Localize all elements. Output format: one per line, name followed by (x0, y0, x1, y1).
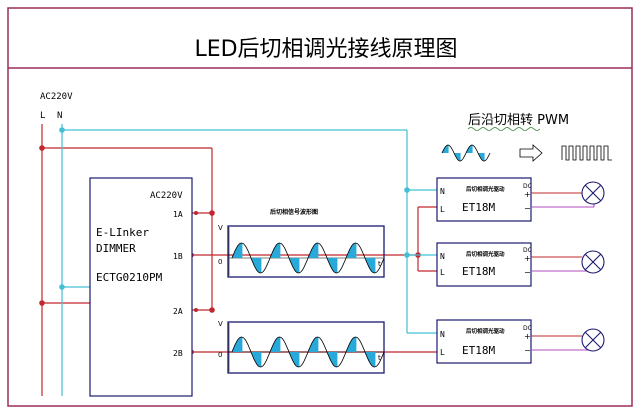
pwm-underline (467, 127, 541, 131)
waveform-fill (270, 243, 281, 258)
waveform-fill (442, 145, 449, 153)
waveform-fill (308, 337, 319, 352)
driver-3-desc: 后切相调光驱动 (466, 327, 505, 335)
dimmer-model: ECTG0210PM (96, 271, 163, 284)
driver-2-l-label: L (440, 268, 445, 277)
driver-3: N L 后切相调光驱动 ET18M DC + − (436, 319, 532, 364)
supply-line-label: L (40, 111, 45, 121)
dc-output-wires (531, 192, 595, 351)
dimmer-input-label: AC220V (150, 191, 183, 201)
waveform2-origin-label: 0 (218, 351, 222, 359)
driver-1-l-label: L (440, 205, 445, 214)
pwm-input-wave (441, 144, 491, 162)
pwm-output-wave (561, 145, 612, 161)
driver-2-minus: − (524, 268, 531, 277)
waveform-fill (232, 243, 243, 258)
neutral-junctions (59, 127, 410, 290)
lamp-icon (581, 328, 605, 352)
waveform-fill (251, 352, 262, 367)
pwm-arrow-icon (519, 144, 543, 162)
driver-1-model: ET18M (462, 201, 495, 214)
waveform-fill (346, 337, 357, 352)
waveform-panel-2: V 0 t (218, 320, 385, 374)
lamp-icon (581, 250, 605, 274)
driver-2-desc: 后切相调光驱动 (466, 250, 505, 258)
terminal-1a: 1A (173, 210, 183, 219)
waveform-fill (466, 145, 473, 153)
waveform-fill (251, 258, 262, 273)
terminal-2b: 2B (173, 349, 183, 358)
waveform-fill (346, 243, 357, 258)
driver-1-plus: + (524, 190, 531, 199)
waveform-origin-label: 0 (218, 258, 222, 266)
waveform-fill (270, 337, 281, 352)
outer-frame (7, 7, 633, 407)
driver-2-n-label: N (440, 252, 445, 261)
waveform-fill (327, 352, 338, 367)
supply-label: AC220V (40, 92, 73, 102)
waveform-fill (365, 352, 376, 367)
terminal-2a: 2A (173, 307, 183, 316)
supply-neutral-label: N (57, 111, 62, 121)
waveform-v-label: V (218, 224, 223, 232)
lamps (581, 181, 605, 352)
driver-1: N L 后切相调光驱动 ET18M DC + − (436, 177, 532, 222)
driver-1-minus: − (524, 204, 531, 213)
waveform-t-label: t (378, 260, 381, 268)
driver-3-n-label: N (440, 330, 445, 339)
waveform-fill (327, 258, 338, 273)
waveform-2 (231, 336, 385, 368)
terminal-1b: 1B (173, 252, 183, 261)
driver-3-l-label: L (440, 348, 445, 357)
neutral-wires (61, 124, 437, 396)
pwm-legend: 后沿切相转 PWM (441, 113, 612, 162)
driver-3-model: ET18M (462, 344, 495, 357)
waveform-fill (365, 258, 376, 273)
driver-2-model: ET18M (462, 265, 495, 278)
waveform2-t-label: t (378, 354, 381, 362)
waveform-outline (231, 242, 385, 274)
dimmer-brand: E-LInker (96, 226, 149, 239)
waveform-fill (289, 352, 300, 367)
pwm-label: 后沿切相转 PWM (468, 113, 569, 128)
driver-2: N L 后切相调光驱动 ET18M DC + − (436, 242, 532, 287)
driver-1-dc: DC (523, 183, 532, 190)
waveform-panel-title: 后切相信号波形图 (270, 208, 318, 216)
lamp-icon (581, 181, 605, 205)
waveform-fill (308, 243, 319, 258)
waveform-fill (289, 258, 300, 273)
waveform-outline (231, 336, 385, 368)
waveform2-v-label: V (218, 320, 223, 328)
driver-2-plus: + (524, 254, 531, 263)
driver-3-plus: + (524, 332, 531, 341)
driver-3-minus: − (524, 346, 531, 355)
waveform-1 (231, 242, 385, 274)
dimmer-type: DIMMER (96, 242, 136, 255)
driver-2-dc: DC (523, 247, 532, 254)
waveform-panel-1: 后切相信号波形图 V 0 t (218, 208, 385, 278)
waveform-fill (232, 337, 243, 352)
driver-1-desc: 后切相调光驱动 (466, 185, 505, 193)
driver-3-dc: DC (523, 325, 532, 332)
diagram-title: LED后切相调光接线原理图 (194, 37, 457, 62)
driver-1-n-label: N (440, 187, 445, 196)
dimmer-box: AC220V E-LInker DIMMER ECTG0210PM 1A 1B … (89, 177, 193, 397)
waveform-fill (454, 153, 461, 161)
waveform-outline (441, 144, 491, 162)
waveform-fill (478, 153, 485, 161)
